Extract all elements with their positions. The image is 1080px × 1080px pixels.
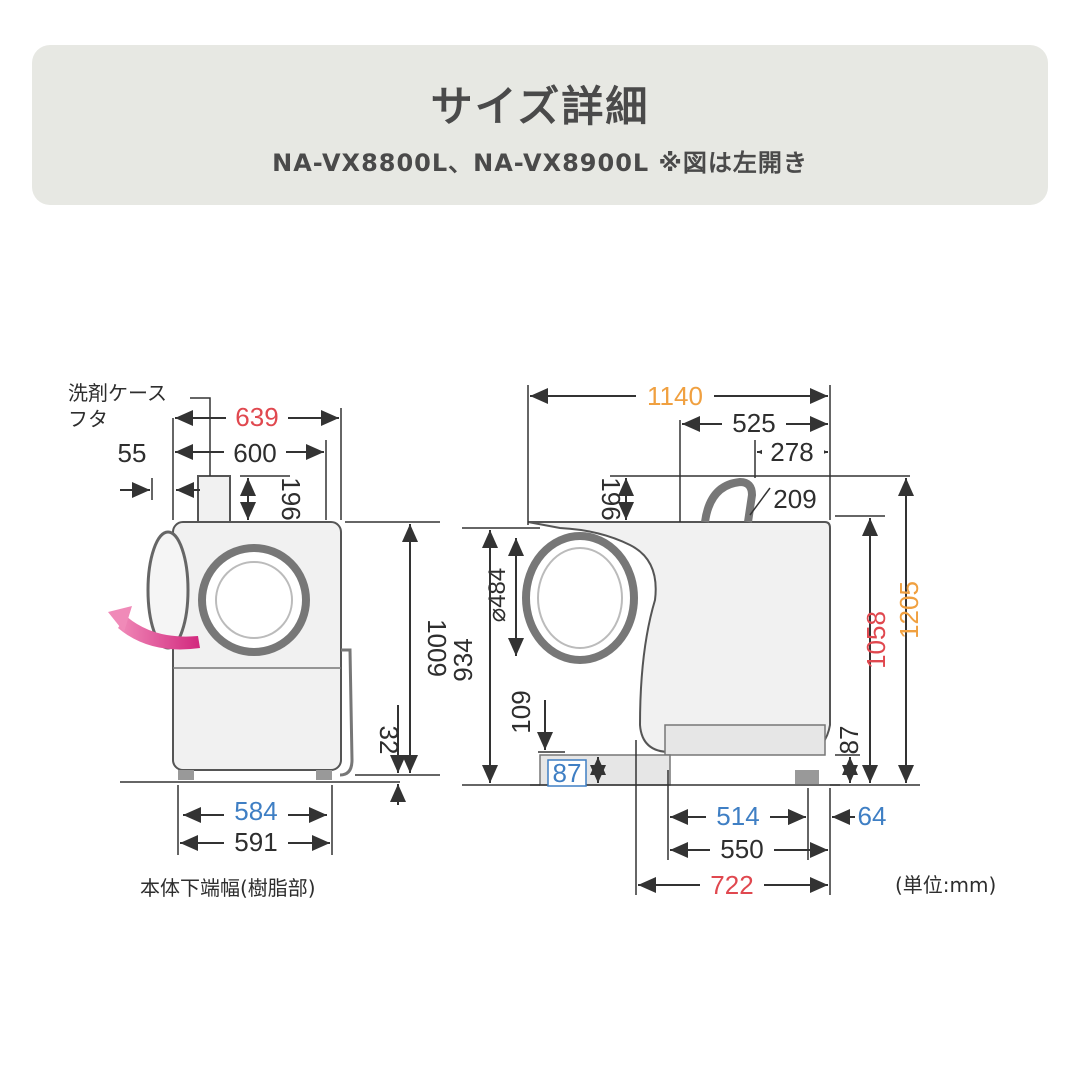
dim-55: 55 bbox=[118, 438, 147, 468]
side-view: 1140 525 278 196 209 ⌀484 934 109 87 bbox=[448, 380, 996, 900]
dim-722: 722 bbox=[710, 870, 753, 900]
dim-32: 32 bbox=[374, 726, 404, 755]
dim-1058: 1058 bbox=[861, 611, 891, 669]
open-door bbox=[146, 530, 190, 650]
dim-600: 600 bbox=[233, 438, 276, 468]
page-title: サイズ詳細 bbox=[430, 82, 650, 131]
label-lid: フタ bbox=[68, 407, 108, 431]
unit-label: (単位:mm) bbox=[895, 873, 996, 897]
dim-934: 934 bbox=[448, 638, 478, 681]
dim-87-left: 87 bbox=[553, 758, 582, 788]
front-view: 639 600 55 洗剤ケース フタ 196 1009 32 584 bbox=[68, 381, 452, 900]
detergent-case bbox=[197, 475, 231, 523]
dim-196-side: 196 bbox=[596, 477, 626, 520]
door-open-arrow-icon bbox=[118, 616, 200, 650]
dim-278: 278 bbox=[770, 437, 813, 467]
page-subtitle: NA-VX8800L、NA-VX8900L ※図は左開き bbox=[272, 149, 808, 177]
label-detergent-case: 洗剤ケース bbox=[68, 381, 167, 405]
label-base-width: 本体下端幅(樹脂部) bbox=[140, 876, 316, 900]
dim-1140: 1140 bbox=[647, 381, 703, 411]
dim-109: 109 bbox=[506, 690, 536, 733]
dim-514: 514 bbox=[716, 801, 759, 831]
dim-591: 591 bbox=[234, 827, 277, 857]
dim-639: 639 bbox=[235, 402, 278, 432]
dim-64: 64 bbox=[858, 801, 887, 831]
dim-209: 209 bbox=[773, 484, 816, 514]
dim-484: ⌀484 bbox=[484, 568, 511, 623]
dim-584: 584 bbox=[234, 796, 277, 826]
dim-525: 525 bbox=[732, 408, 775, 438]
dim-196-front: 196 bbox=[276, 477, 306, 520]
dim-550: 550 bbox=[720, 834, 763, 864]
header-card: サイズ詳細 NA-VX8800L、NA-VX8900L ※図は左開き bbox=[32, 45, 1048, 205]
dim-87-right: 87 bbox=[834, 726, 864, 755]
dim-1205: 1205 bbox=[894, 581, 924, 639]
side-body bbox=[527, 521, 831, 753]
dim-1009: 1009 bbox=[422, 619, 452, 677]
